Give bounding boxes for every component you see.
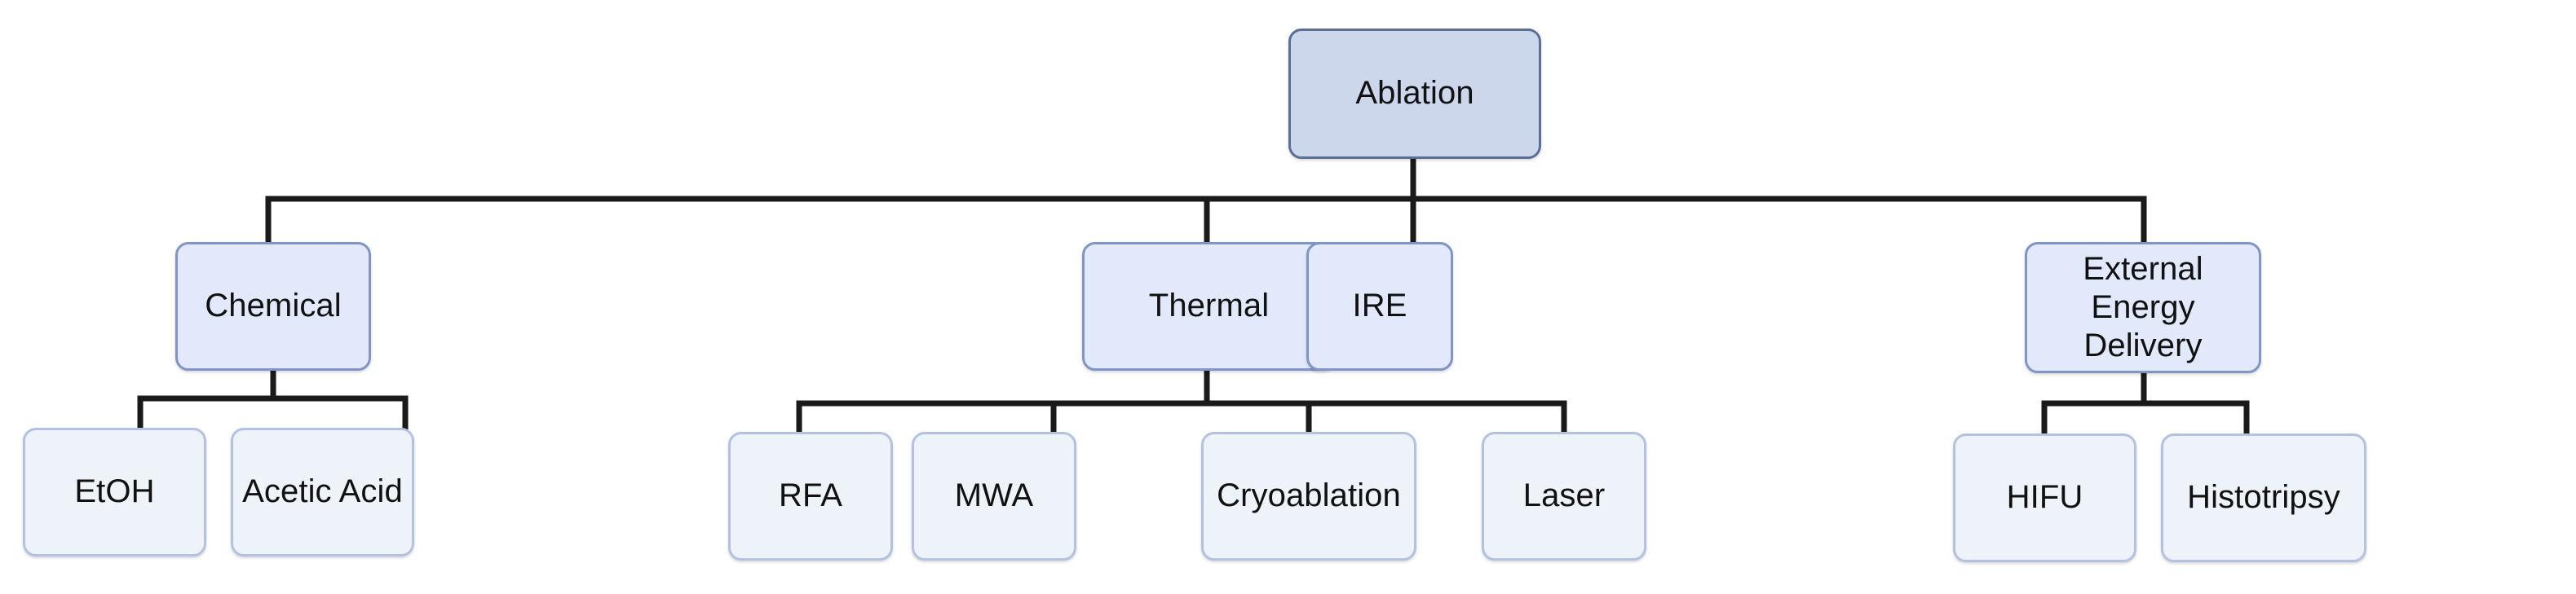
node-ablation[interactable]: Ablation xyxy=(1288,29,1541,159)
node-histotripsy-label: Histotripsy xyxy=(2187,479,2340,516)
node-mwa-label: MWA xyxy=(954,477,1034,514)
node-hifu[interactable]: HIFU xyxy=(1953,433,2136,562)
node-ire-label: IRE xyxy=(1352,288,1407,324)
node-rfa-label: RFA xyxy=(778,477,843,514)
node-thermal[interactable]: Thermal xyxy=(1082,242,1336,371)
node-etoh[interactable]: EtOH xyxy=(23,428,206,557)
node-external-energy-delivery[interactable]: External Energy Delivery xyxy=(2025,242,2261,373)
node-cryoablation[interactable]: Cryoablation xyxy=(1201,432,1416,561)
node-rfa[interactable]: RFA xyxy=(728,432,893,561)
node-external-energy-delivery-label: External Energy Delivery xyxy=(2083,250,2203,364)
node-ire[interactable]: IRE xyxy=(1306,242,1453,371)
node-histotripsy[interactable]: Histotripsy xyxy=(2161,433,2366,562)
node-acetic-acid-label: Acetic Acid xyxy=(242,473,403,510)
node-cryoablation-label: Cryoablation xyxy=(1217,477,1401,514)
node-mwa[interactable]: MWA xyxy=(912,432,1076,561)
node-etoh-label: EtOH xyxy=(74,473,155,510)
node-laser[interactable]: Laser xyxy=(1482,432,1646,561)
node-hifu-label: HIFU xyxy=(2006,479,2083,516)
node-thermal-label: Thermal xyxy=(1148,288,1270,324)
node-laser-label: Laser xyxy=(1522,477,1606,514)
node-chemical[interactable]: Chemical xyxy=(175,242,371,371)
node-ablation-label: Ablation xyxy=(1355,75,1474,112)
node-chemical-label: Chemical xyxy=(205,288,342,324)
node-acetic-acid[interactable]: Acetic Acid xyxy=(231,428,414,557)
